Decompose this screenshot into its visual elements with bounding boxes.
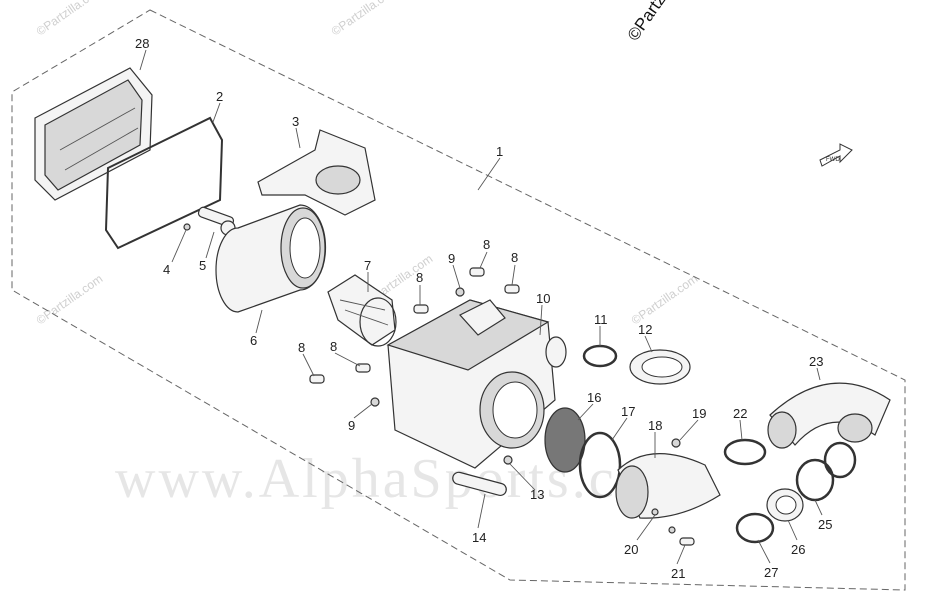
callout-9: 9 xyxy=(348,418,355,433)
part-20-nut xyxy=(651,508,659,516)
patzilla-watermark: ©Partzilla.com xyxy=(34,272,106,328)
callout-12: 12 xyxy=(638,322,652,337)
part-11-hose-clamp xyxy=(582,344,618,368)
callout-5: 5 xyxy=(199,258,206,273)
callout-1: 1 xyxy=(496,144,503,159)
callout-26: 26 xyxy=(791,542,805,557)
part-3-bracket xyxy=(257,129,376,216)
part-13-fitting xyxy=(503,455,513,465)
callout-22: 22 xyxy=(733,406,747,421)
part-25-clamp xyxy=(795,458,835,502)
part-25-clamp xyxy=(823,441,857,479)
assembly-boundary xyxy=(11,9,906,591)
patzilla-watermark: ©Partzilla.com xyxy=(629,272,701,328)
callout-2: 2 xyxy=(216,89,223,104)
callout-9: 9 xyxy=(448,251,455,266)
part-19-bolt xyxy=(671,438,681,448)
part-16-screen xyxy=(544,407,586,473)
callout-19: 19 xyxy=(692,406,706,421)
part-27-clamp xyxy=(735,512,775,544)
part-2-gasket xyxy=(104,116,224,250)
part-21-plug xyxy=(679,537,695,546)
part-12-boot xyxy=(629,349,691,385)
callout-6: 6 xyxy=(250,333,257,348)
callout-10: 10 xyxy=(536,291,550,306)
part-18-intake-joint xyxy=(615,453,721,519)
part-28-filter-cover xyxy=(34,67,153,201)
patzilla-watermark: ©Partzilla.com xyxy=(34,0,106,38)
part-20-nut xyxy=(668,526,676,534)
callout-11: 11 xyxy=(594,312,608,327)
callout-17: 17 xyxy=(621,404,635,419)
callout-7: 7 xyxy=(364,258,371,273)
callout-8: 8 xyxy=(330,339,337,354)
callout-14: 14 xyxy=(472,530,486,545)
part-14-drain-tube xyxy=(452,471,507,497)
callout-28: 28 xyxy=(135,36,149,51)
callout-8: 8 xyxy=(298,340,305,355)
callout-13: 13 xyxy=(530,487,544,502)
part-7-filter-cage xyxy=(327,274,397,347)
callout-25: 25 xyxy=(818,517,832,532)
part-23-intake-elbow xyxy=(767,382,891,449)
part-4-screw xyxy=(183,223,191,231)
fittings-8-9 xyxy=(309,267,520,407)
patzilla-watermark: ©Partzilla.com xyxy=(329,0,401,38)
callout-8: 8 xyxy=(511,250,518,265)
partzilla-brand-mark: ©Partzilla xyxy=(624,0,682,44)
leader-lines xyxy=(139,49,823,565)
callout-21: 21 xyxy=(671,566,685,581)
callout-4: 4 xyxy=(163,262,170,277)
callout-23: 23 xyxy=(809,354,823,369)
callout-27: 27 xyxy=(764,565,778,580)
callout-labels: 28 2 3 1 4 5 6 7 8 9 8 8 10 8 8 9 11 12 … xyxy=(135,36,832,581)
part-26-coupler xyxy=(766,488,804,522)
callout-20: 20 xyxy=(624,542,638,557)
callout-3: 3 xyxy=(292,114,299,129)
part-6-air-filter xyxy=(215,204,327,313)
part-22-clamp xyxy=(723,438,767,466)
fwd-arrow-icon: FWD xyxy=(819,143,853,167)
callout-16: 16 xyxy=(587,390,601,405)
callout-18: 18 xyxy=(648,418,662,433)
fwd-label: FWD xyxy=(826,157,840,163)
callout-8: 8 xyxy=(416,270,423,285)
alphasports-watermark: www.AlphaSports.com xyxy=(115,448,694,510)
part-17-clamp xyxy=(578,431,622,499)
part-10-airbox-housing xyxy=(386,299,567,469)
callout-8: 8 xyxy=(483,237,490,252)
